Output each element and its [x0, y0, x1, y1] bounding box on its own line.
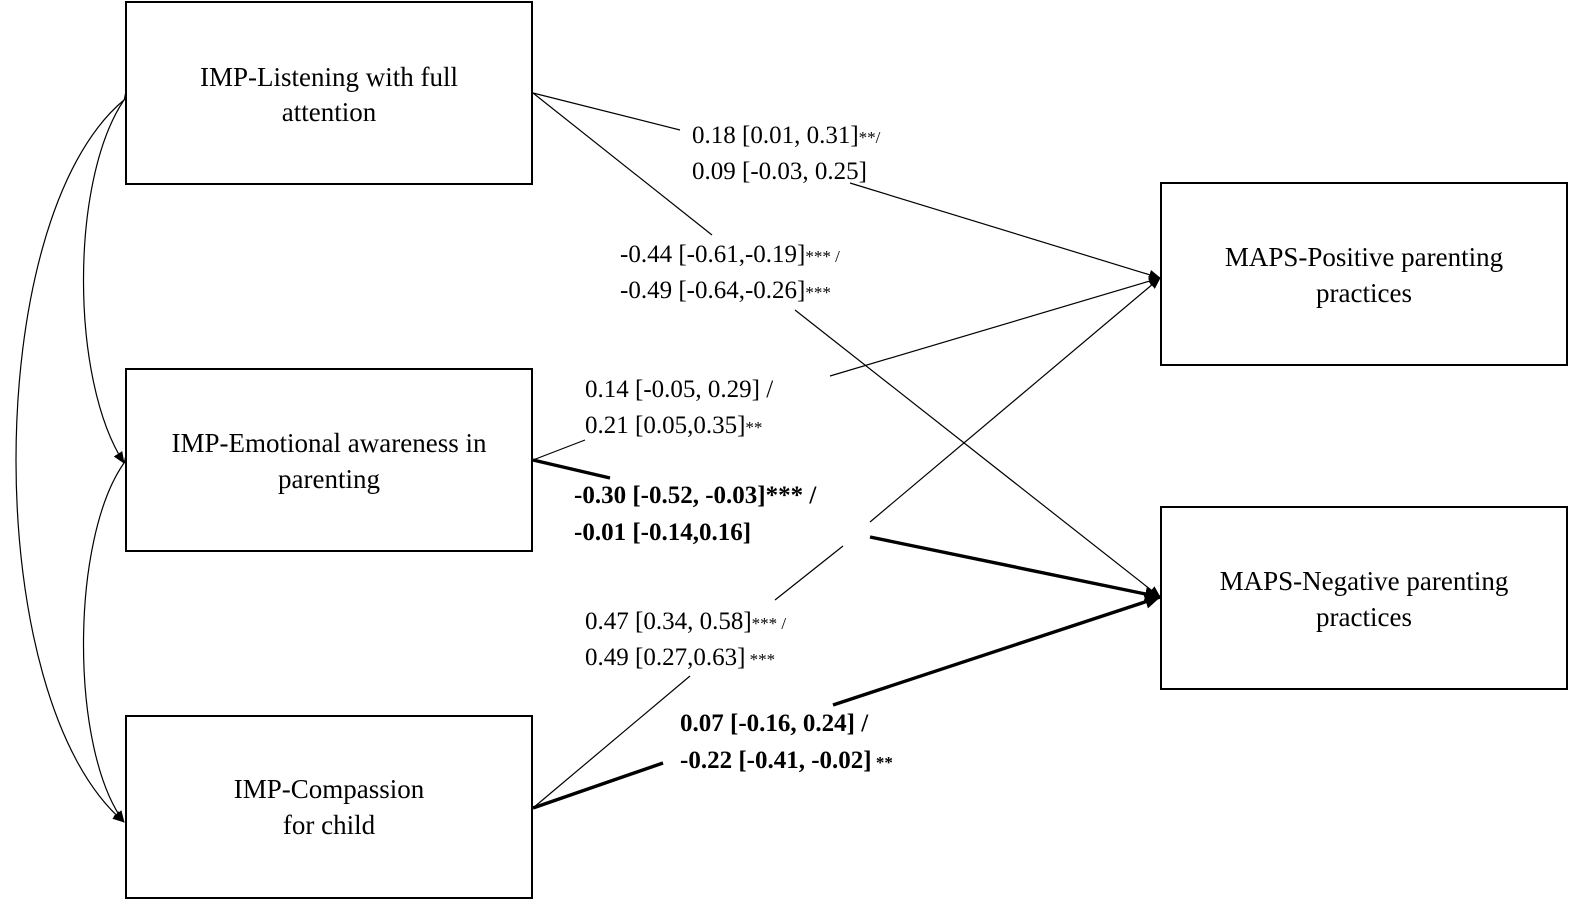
path-emotional-positive-seg1 [532, 439, 586, 461]
path-listening-positive-seg1 [532, 92, 681, 131]
path-emotional-negative-seg2 [869, 535, 1161, 601]
path-compassion-negative-seg1 [532, 761, 664, 810]
coef-line: -0.30 [-0.52, -0.03]*** / [574, 482, 817, 509]
svg-text:0.47 [0.34, 0.58]*** /: 0.47 [0.34, 0.58]*** / [585, 608, 786, 635]
coef-line: -0.01 [-0.14,0.16] [574, 519, 751, 546]
node-label: attention [282, 97, 377, 127]
svg-text:0.07 [-0.16, 0.24] /: 0.07 [-0.16, 0.24] / [680, 710, 869, 737]
node-compassion: IMP-Compassion for child [125, 715, 533, 899]
coef-line: 0.14 [-0.05, 0.29] / [585, 376, 773, 403]
node-label: IMP-Compassion [234, 774, 425, 804]
svg-text:-0.01 [-0.14,0.16]: -0.01 [-0.14,0.16] [574, 519, 751, 546]
significance-mark: *** [745, 650, 775, 669]
svg-text:0.21 [0.05,0.35]**: 0.21 [0.05,0.35]** [585, 412, 762, 439]
node-label: IMP-Listening with full [200, 62, 458, 92]
node-negative-parenting: MAPS-Negative parenting practices [1160, 506, 1568, 690]
path-listening-negative-seg1 [532, 92, 713, 236]
svg-text:-0.44 [-0.61,-0.19]*** /: -0.44 [-0.61,-0.19]*** / [620, 241, 840, 268]
coef-line: -0.22 [-0.41, -0.02] [680, 747, 872, 774]
covariance-emotional-compassion [82, 451, 135, 823]
path-compassion-positive-seg3 [869, 277, 1161, 523]
covariance-listening-emotional [82, 88, 135, 464]
significance-mark: *** / [805, 247, 840, 266]
coef-line: -0.49 [-0.64,-0.26] [620, 277, 805, 304]
node-label: practices [1316, 602, 1412, 632]
coef-line: 0.47 [0.34, 0.58] [585, 608, 752, 635]
node-emotional-awareness: IMP-Emotional awareness in parenting [125, 368, 533, 552]
svg-text:0.49 [0.27,0.63] ***: 0.49 [0.27,0.63] *** [585, 644, 775, 671]
covariance-arcs [15, 88, 136, 823]
node-label: practices [1316, 278, 1412, 308]
path-listening-negative-seg2 [794, 309, 1161, 598]
path-emotional-negative-seg1 [532, 458, 611, 480]
label-emotional-negative: -0.30 [-0.52, -0.03]*** / -0.01 [-0.14,0… [574, 482, 817, 546]
significance-mark: **/ [859, 128, 881, 147]
label-compassion-positive: 0.47 [0.34, 0.58]*** / 0.49 [0.27,0.63] … [585, 608, 786, 671]
path-compassion-negative-seg2 [832, 595, 1161, 707]
coef-line: 0.09 [-0.03, 0.25] [692, 158, 867, 185]
label-compassion-negative: 0.07 [-0.16, 0.24] / -0.22 [-0.41, -0.02… [680, 710, 893, 774]
svg-text:0.14 [-0.05, 0.29] /: 0.14 [-0.05, 0.29] / [585, 376, 773, 403]
path-compassion-positive-seg2 [774, 545, 844, 601]
node-label: MAPS-Positive parenting [1225, 242, 1503, 272]
node-positive-parenting: MAPS-Positive parenting practices [1160, 182, 1568, 366]
path-emotional-positive-seg2 [829, 276, 1161, 377]
path-compassion-positive-seg1 [532, 675, 691, 809]
significance-mark: ** [745, 418, 762, 437]
significance-mark: *** [805, 283, 831, 302]
svg-text:-0.22 [-0.41, -0.02] **: -0.22 [-0.41, -0.02] ** [680, 747, 893, 774]
path-lines [532, 92, 1161, 810]
svg-text:0.18 [0.01, 0.31]**/: 0.18 [0.01, 0.31]**/ [692, 122, 881, 149]
coef-line: 0.07 [-0.16, 0.24] / [680, 710, 869, 737]
coef-line: -0.44 [-0.61,-0.19] [620, 241, 805, 268]
label-listening-positive: 0.18 [0.01, 0.31]**/ 0.09 [-0.03, 0.25] [692, 122, 881, 185]
node-label: parenting [278, 464, 380, 494]
label-listening-negative: -0.44 [-0.61,-0.19]*** / -0.49 [-0.64,-0… [620, 241, 840, 304]
node-label: MAPS-Negative parenting [1220, 566, 1509, 596]
coef-line: 0.49 [0.27,0.63] [585, 644, 745, 671]
svg-text:-0.30 [-0.52, -0.03]*** /: -0.30 [-0.52, -0.03]*** / [574, 482, 817, 509]
significance-mark: ** [872, 753, 893, 772]
label-emotional-positive: 0.14 [-0.05, 0.29] / 0.21 [0.05,0.35]** [585, 376, 773, 439]
covariance-listening-compassion [15, 89, 136, 823]
svg-text:-0.49 [-0.64,-0.26]***: -0.49 [-0.64,-0.26]*** [620, 277, 831, 304]
coef-line: 0.21 [0.05,0.35] [585, 412, 745, 439]
node-label: IMP-Emotional awareness in [172, 428, 487, 458]
node-label: for child [283, 810, 376, 840]
svg-text:0.09 [-0.03, 0.25]: 0.09 [-0.03, 0.25] [692, 158, 867, 185]
coef-line: 0.18 [0.01, 0.31] [692, 122, 859, 149]
node-listening: IMP-Listening with full attention [125, 1, 533, 185]
path-listening-positive-seg2 [849, 182, 1161, 280]
significance-mark: *** / [752, 614, 787, 633]
